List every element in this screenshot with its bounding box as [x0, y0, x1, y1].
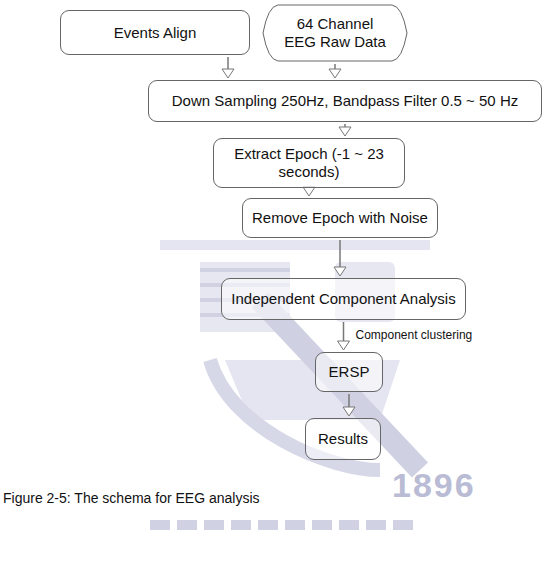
step-text: Down Sampling 250Hz, Bandpass Filter 0.5… [172, 92, 518, 110]
flow-arrow [338, 322, 350, 350]
flow-arrow [334, 240, 346, 276]
process-box: Down Sampling 250Hz, Bandpass Filter 0.5… [148, 80, 542, 122]
data-hexagon: 64 Channel EEG Raw Data [262, 4, 408, 62]
flow-arrow [343, 394, 355, 416]
step-text: Results [318, 430, 368, 448]
flow-arrow [222, 57, 234, 78]
process-box: Independent Component Analysis [221, 278, 466, 320]
edge-label: Component clustering [356, 328, 473, 342]
process-box: Events Align [60, 10, 250, 55]
step-text: Extract Epoch (-1 ~ 23 seconds) [224, 145, 394, 181]
step-text: ERSP [329, 363, 370, 381]
step-text: Events Align [114, 24, 197, 42]
process-box: Results [305, 418, 381, 460]
flow-arrow [303, 187, 315, 196]
step-text: 64 Channel EEG Raw Data [280, 15, 390, 51]
process-box: ERSP [315, 352, 383, 392]
process-box: Extract Epoch (-1 ~ 23 seconds) [213, 138, 405, 188]
flow-arrow [329, 64, 341, 78]
step-text: Remove Epoch with Noise [252, 209, 428, 227]
process-box: Remove Epoch with Noise [242, 198, 438, 238]
watermark-year: 1896 [392, 466, 476, 505]
figure-caption: Figure 2-5: The schema for EEG analysis [3, 490, 260, 506]
step-text: Independent Component Analysis [231, 290, 455, 308]
flow-arrow [339, 124, 351, 136]
